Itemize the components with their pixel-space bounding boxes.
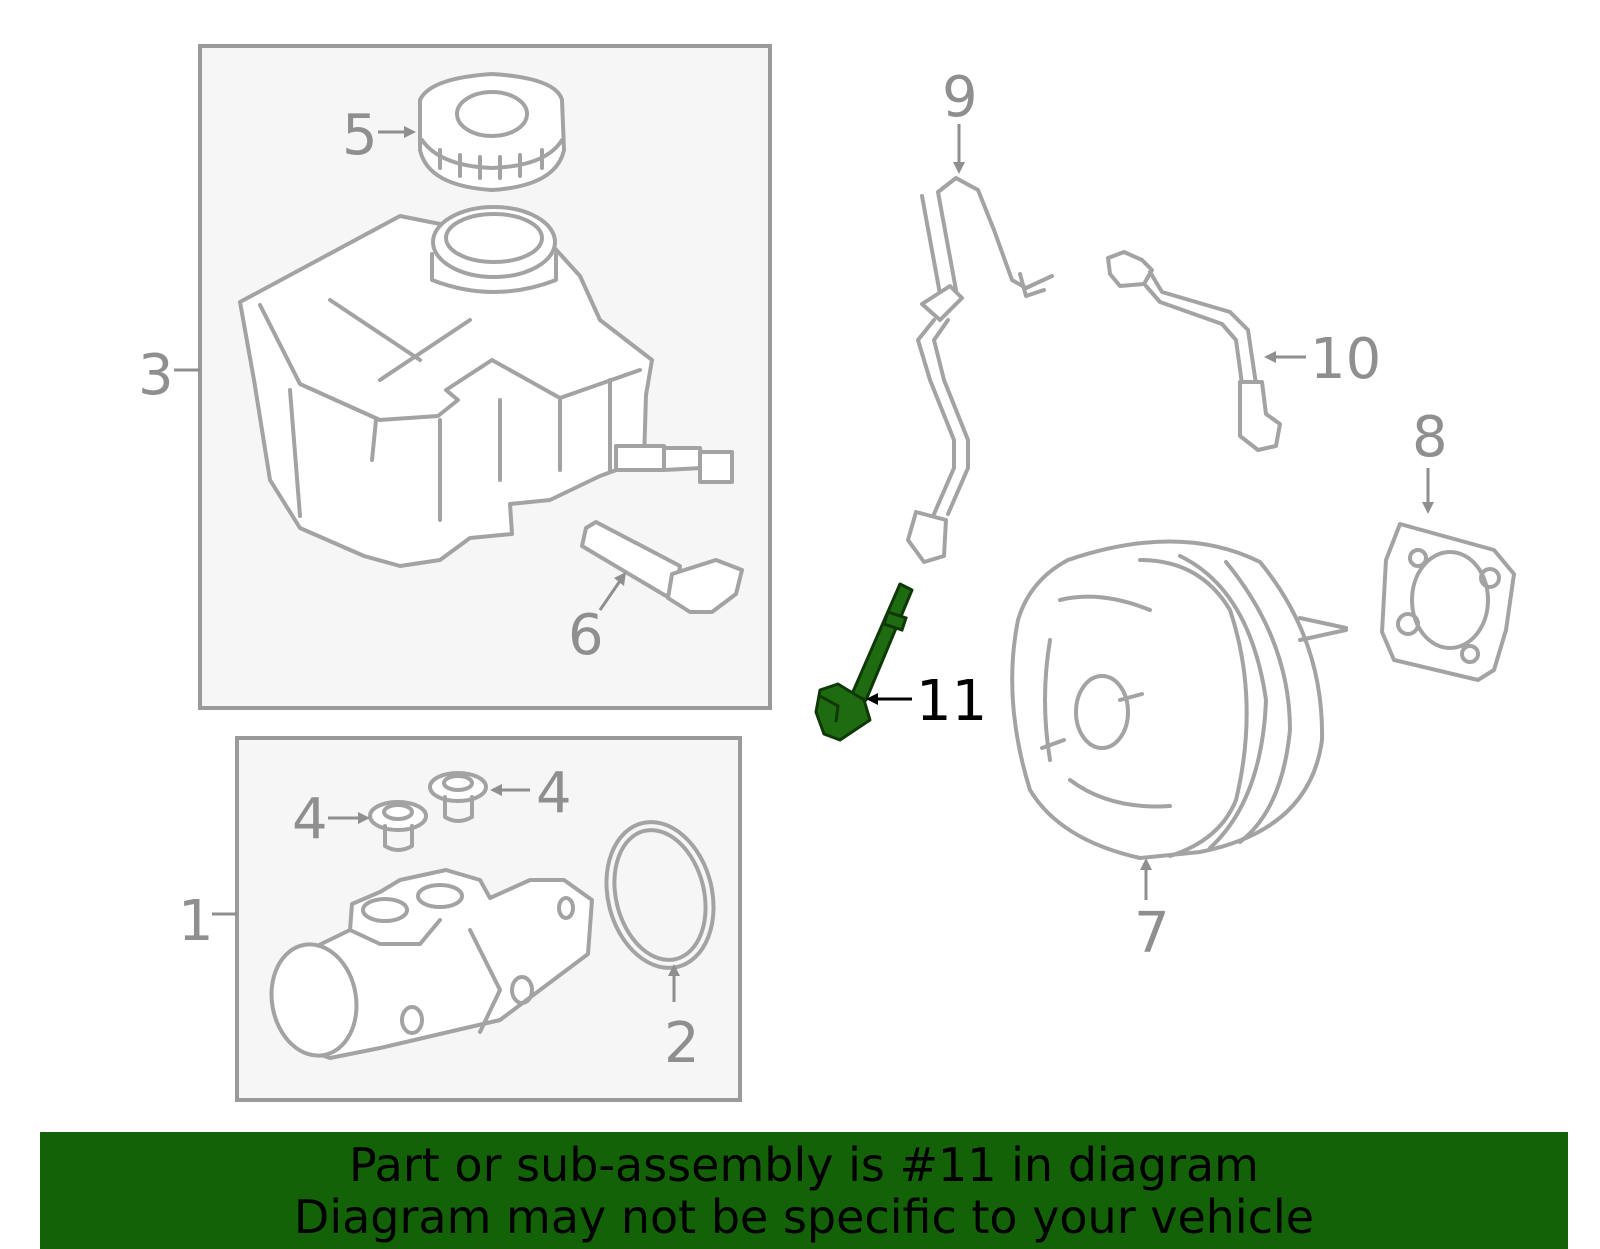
callout-3: 3 <box>138 343 174 408</box>
callout-11: 11 <box>916 669 987 734</box>
part-5-reservoir-cap[interactable] <box>418 72 566 192</box>
part-6-level-sensor[interactable] <box>580 520 744 614</box>
part-10-brake-line[interactable] <box>1106 250 1282 452</box>
part-8-gasket[interactable] <box>1380 522 1516 682</box>
callout-6: 6 <box>568 603 604 668</box>
part-3-fluid-reservoir[interactable] <box>238 205 734 568</box>
callout-2: 2 <box>664 1011 700 1076</box>
callout-4-right: 4 <box>536 761 572 826</box>
info-banner: Part or sub-assembly is #11 in diagram D… <box>40 1132 1568 1249</box>
part-11-highlighted[interactable] <box>814 582 914 742</box>
part-9-brake-line[interactable] <box>906 176 1054 564</box>
callout-7: 7 <box>1134 901 1170 966</box>
banner-line-1: Part or sub-assembly is #11 in diagram <box>349 1137 1259 1192</box>
banner-line-2: Diagram may not be specific to your vehi… <box>293 1189 1315 1244</box>
callout-9: 9 <box>942 65 978 130</box>
part-1-master-cylinder[interactable] <box>263 868 594 1062</box>
callout-1: 1 <box>178 889 214 954</box>
part-4-plug-left[interactable] <box>368 800 428 852</box>
callout-4-left: 4 <box>292 787 328 852</box>
part-7-brake-booster[interactable] <box>1010 539 1348 860</box>
leader-lines <box>174 124 1434 1002</box>
callout-5: 5 <box>342 103 378 168</box>
part-4-plug-right[interactable] <box>428 771 488 823</box>
callout-10: 10 <box>1310 327 1381 392</box>
part-2-o-ring[interactable] <box>592 811 729 980</box>
callout-8: 8 <box>1412 405 1448 470</box>
